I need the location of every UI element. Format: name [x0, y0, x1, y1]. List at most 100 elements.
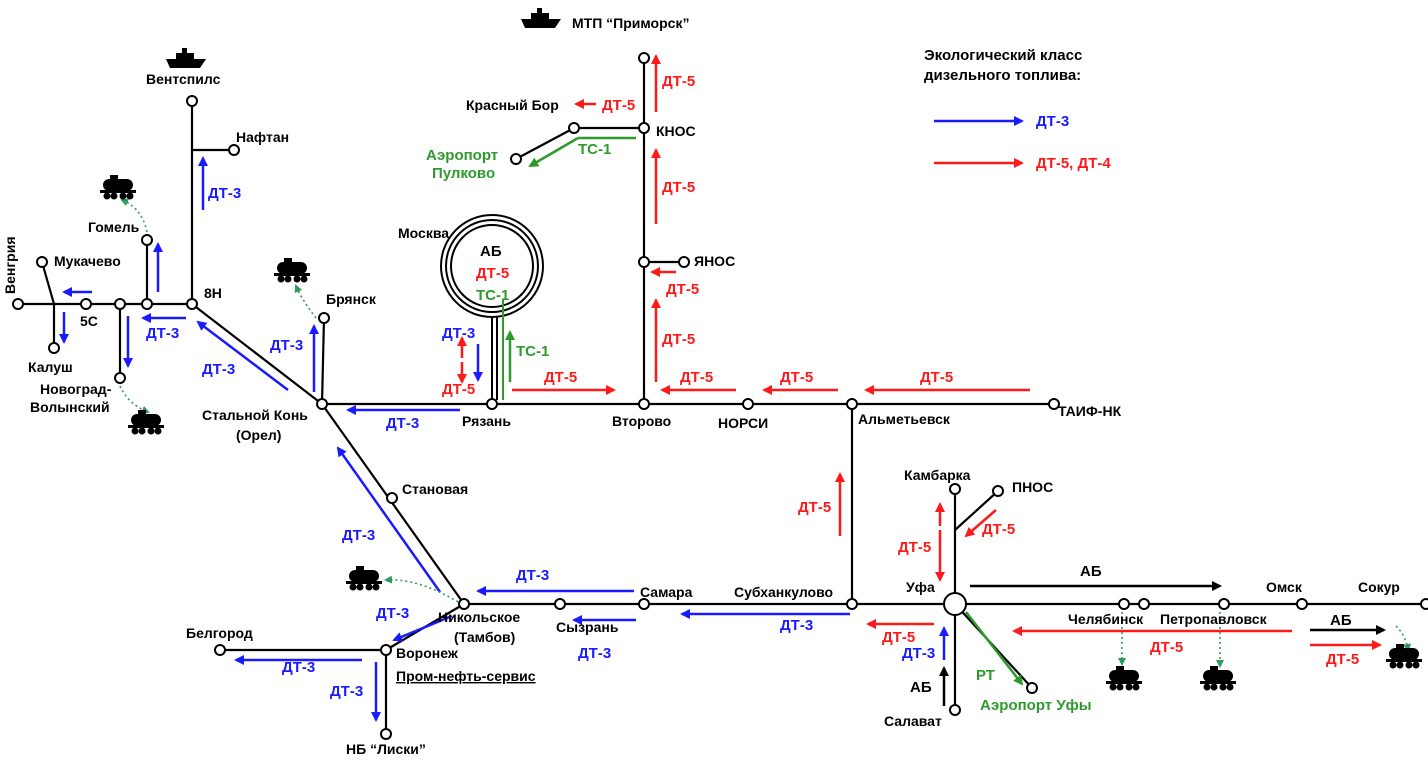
label-ufa: Уфа — [906, 579, 935, 595]
dt3-label: ДТ-3 — [376, 605, 409, 622]
label-omsk: Омск — [1266, 579, 1303, 595]
label-norsi: НОРСИ — [718, 415, 768, 431]
dt3-arrow — [392, 614, 453, 642]
moscow-ring — [440, 214, 544, 400]
tc1-label: ТС-1 — [516, 343, 549, 360]
tc1-arrow — [528, 136, 579, 168]
label-vtorovo: Второво — [612, 413, 671, 429]
dt5-label: ДТ-5 — [666, 281, 699, 298]
label-kambarka: Камбарка — [904, 467, 971, 483]
dt5-label: ДТ-5 — [1326, 651, 1359, 668]
moscow-ab-label: АБ — [480, 243, 502, 260]
rail-tank-icon — [346, 566, 382, 591]
rail-tank-icon — [1200, 666, 1236, 691]
rt-arrow — [965, 611, 1024, 686]
legend-title-2: дизельного топлива: — [924, 67, 1081, 84]
node-labels: Вентспилс МТП “Приморск” Красный Бор КНО… — [2, 15, 1400, 757]
moscow-dt5-label: ДТ-5 — [476, 265, 509, 282]
label-aeroport-pulkovo-1: Аэропорт — [426, 147, 498, 164]
ab-label: АБ — [910, 679, 932, 696]
legend-blue-label: ДТ-3 — [1036, 113, 1069, 130]
label-subkhankulovo: Субханкулово — [734, 584, 833, 600]
label-knos: КНОС — [656, 123, 696, 139]
dt3-label: ДТ-3 — [208, 185, 241, 202]
flow-arrows — [59, 54, 1386, 722]
label-salavat: Салават — [884, 713, 942, 729]
label-primorsk: МТП “Приморск” — [572, 15, 689, 31]
label-yanos: ЯНОС — [694, 253, 735, 269]
label-gomel: Гомель — [88, 219, 140, 235]
dt3-label: ДТ-3 — [342, 527, 375, 544]
dt5-label: ДТ-5 — [662, 179, 695, 196]
ab-label: АБ — [1330, 612, 1352, 629]
dt3-label: ДТ-3 — [578, 645, 611, 662]
legend-red-label: ДТ-5, ДТ-4 — [1036, 155, 1111, 172]
dt3-label: ДТ-3 — [330, 683, 363, 700]
label-nikolskoe-1: Никольское — [438, 609, 520, 625]
dt3-arrow — [196, 320, 289, 391]
label-petropavlovsk: Петропавловск — [1160, 611, 1268, 627]
dt3-label: ДТ-3 — [270, 337, 303, 354]
label-nikolskoe-2: (Тамбов) — [454, 629, 515, 645]
label-8n: 8Н — [204, 285, 222, 301]
label-pnos: ПНОС — [1012, 479, 1053, 495]
dt5-label: ДТ-5 — [920, 369, 953, 386]
label-aeroport-ufy: Аэропорт Уфы — [980, 697, 1092, 714]
label-5c: 5С — [80, 313, 98, 329]
legend-title-1: Экологический класс — [924, 47, 1082, 64]
dt5-label: ДТ-5 — [662, 331, 695, 348]
label-krasny-bor: Красный Бор — [466, 97, 559, 113]
rail-tank-icon — [1106, 666, 1142, 691]
label-vengriya: Венгрия — [2, 236, 18, 294]
label-ryazan: Рязань — [462, 413, 511, 429]
label-naftan: Нафтан — [236, 129, 289, 145]
dt5-label: ДТ-5 — [662, 73, 695, 90]
tc1-label: ТС-1 — [578, 141, 611, 158]
dt5-label: ДТ-5 — [544, 369, 577, 386]
dt3-label: ДТ-3 — [202, 361, 235, 378]
dt5-label: ДТ-5 — [1150, 639, 1183, 656]
dt3-label: ДТ-3 — [780, 617, 813, 634]
dt5-label: ДТ-5 — [602, 97, 635, 114]
rt-label: РТ — [976, 667, 995, 684]
rail-tank-icon — [1386, 644, 1422, 669]
dt5-label: ДТ-5 — [982, 521, 1015, 538]
label-aeroport-pulkovo-2: Пулково — [432, 165, 495, 182]
dt3-label: ДТ-3 — [386, 415, 419, 432]
dt5-label: ДТ-5 — [898, 539, 931, 556]
label-novograd-1: Новоград- — [40, 381, 112, 397]
label-chelyabinsk: Челябинск — [1068, 611, 1144, 627]
rail-tank-icon — [100, 175, 136, 200]
label-belgorod: Белгород — [186, 625, 253, 641]
dt5-label: ДТ-5 — [442, 381, 475, 398]
dt5-label: ДТ-5 — [680, 369, 713, 386]
ab-label: АБ — [1080, 563, 1102, 580]
label-voronezh: Воронеж — [396, 645, 459, 661]
rail-tank-icon — [274, 258, 310, 283]
dt3-arrow — [336, 446, 442, 593]
rail-tank-icon — [128, 410, 164, 435]
label-kalush: Калуш — [28, 359, 73, 375]
dt3-label: ДТ-3 — [146, 325, 179, 342]
dt3-label: ДТ-3 — [516, 567, 549, 584]
dt3-label: ДТ-3 — [442, 325, 475, 342]
label-prom-neft: Пром-нефть-сервис — [396, 668, 536, 684]
label-samara: Самара — [640, 584, 693, 600]
ship-icon — [521, 8, 561, 28]
dt5-label: ДТ-5 — [798, 499, 831, 516]
label-mukachevo: Мукачево — [54, 253, 121, 269]
dt3-label: ДТ-3 — [282, 659, 315, 676]
label-almetyevsk: Альметьевск — [858, 411, 951, 427]
label-syzran: Сызрань — [556, 619, 619, 635]
dt5-label: ДТ-5 — [780, 369, 813, 386]
dt5-label: ДТ-5 — [882, 629, 915, 646]
label-moskva: Москва — [398, 225, 449, 241]
moscow-tc1-label: ТС-1 — [476, 287, 509, 304]
nodes — [12, 52, 1428, 740]
label-bryansk: Брянск — [326, 291, 377, 307]
dt5-arrow — [964, 509, 997, 538]
label-nb-liski: НБ “Лиски” — [346, 741, 426, 757]
label-stalnoy-kon-1: Стальной Конь — [202, 407, 308, 423]
label-stanovaya: Становая — [402, 481, 468, 497]
